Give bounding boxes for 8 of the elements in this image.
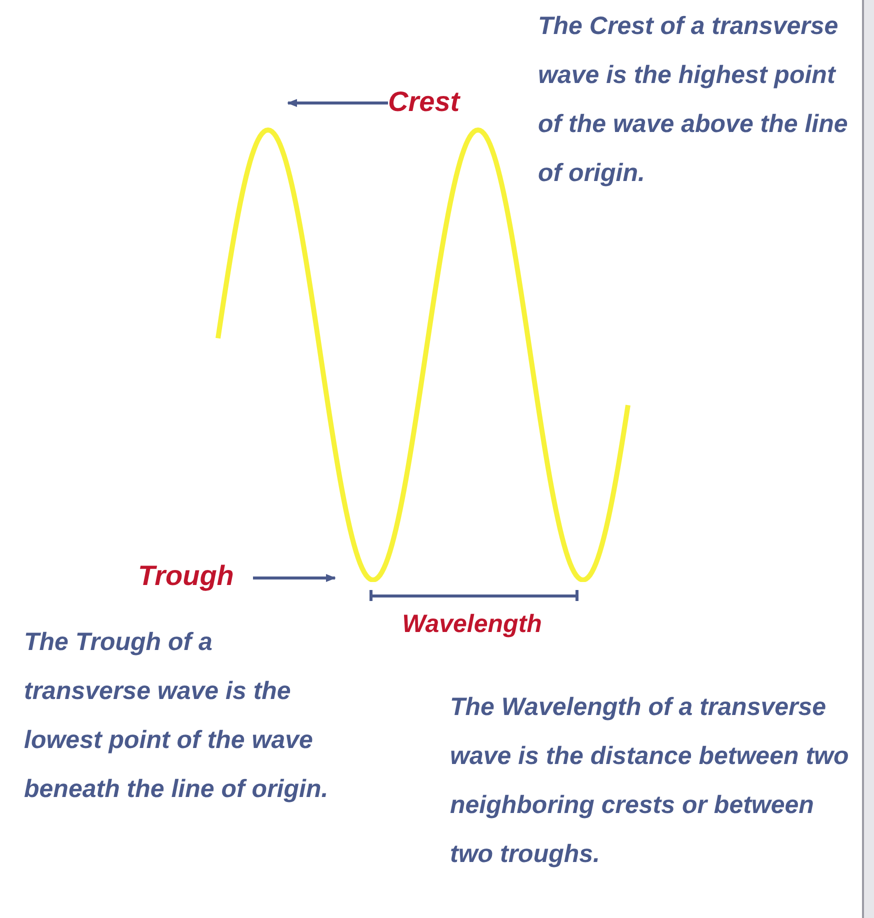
wavelength-label: Wavelength bbox=[401, 609, 543, 640]
definition-text: The Wavelength of a transverse wave is the distance between two neighboring crests or between two troughs. bbox=[450, 692, 850, 870]
arrow bbox=[253, 574, 336, 582]
definition-text: The Crest of a transverse wave is the highest point of the wave above the line of origin. bbox=[538, 11, 849, 189]
arrow bbox=[287, 99, 388, 107]
definition-text: The Trough of a transverse wave is the lowest point of the wave beneath the line of origin. bbox=[24, 627, 330, 805]
callout-label: Trough bbox=[138, 559, 235, 593]
callout-label: Crest bbox=[388, 85, 462, 119]
